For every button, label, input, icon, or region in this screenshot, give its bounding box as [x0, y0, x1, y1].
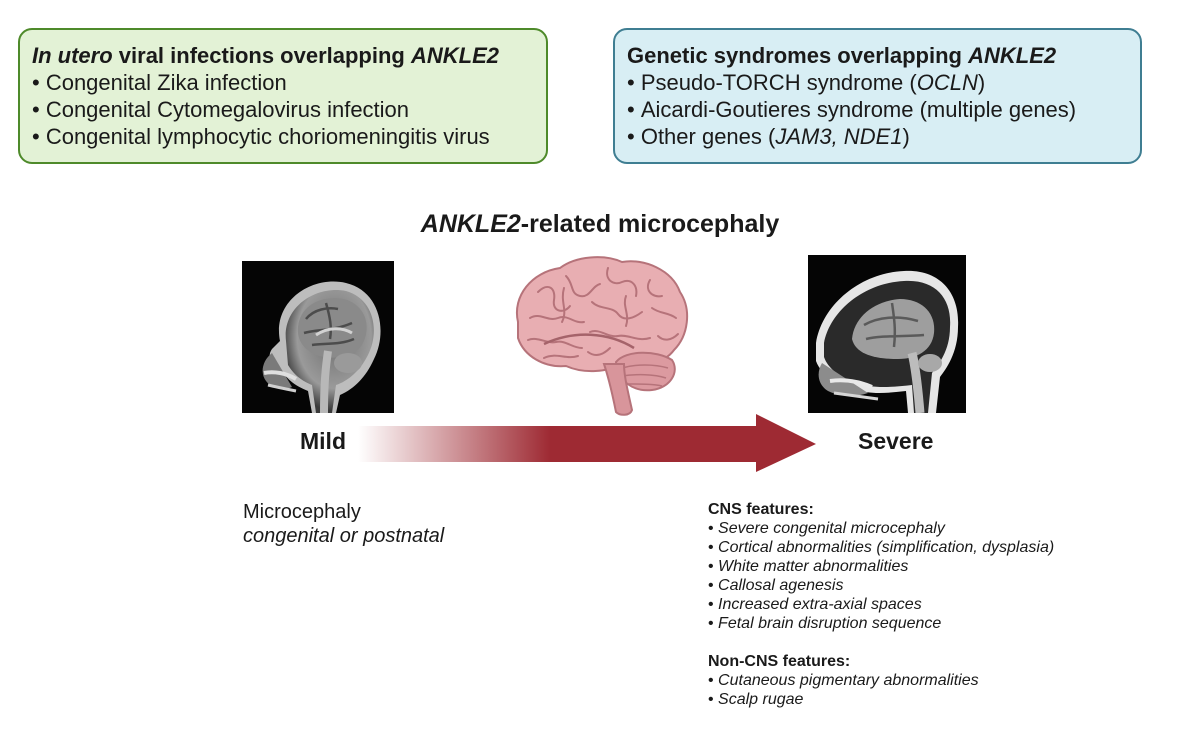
list-item: Pseudo-TORCH syndrome (OCLN)	[627, 69, 1126, 96]
mri-sagittal-mild	[242, 261, 394, 413]
spectrum-arrow	[358, 414, 818, 474]
mild-description-line: Microcephaly	[243, 501, 361, 523]
non-cns-features-title: Non-CNS features:	[708, 653, 851, 670]
list-item: Congenital lymphocytic choriomeningitis …	[32, 123, 532, 150]
brain-illustration	[504, 252, 696, 418]
spacer	[708, 633, 1054, 652]
list-item: Increased extra-axial spaces	[708, 595, 1054, 614]
list-item: Fetal brain disruption sequence	[708, 614, 1054, 633]
arrow-icon	[358, 414, 816, 472]
genetic-syndromes-title: Genetic syndromes overlapping ANKLE2	[627, 43, 1057, 68]
mri-sagittal-severe	[808, 255, 966, 413]
severe-features: CNS features: Severe congenital microcep…	[708, 500, 1054, 709]
list-item: Congenital Cytomegalovirus infection	[32, 96, 532, 123]
list-item: Aicardi-Goutieres syndrome (multiple gen…	[627, 96, 1126, 123]
genetic-syndromes-list: Pseudo-TORCH syndrome (OCLN) Aicardi-Gou…	[627, 69, 1126, 150]
viral-infections-title: In utero viral infections overlapping AN…	[32, 43, 499, 68]
list-item: Congenital Zika infection	[32, 69, 532, 96]
viral-infections-list: Congenital Zika infection Congenital Cyt…	[32, 69, 532, 150]
brain-icon	[515, 256, 689, 416]
non-cns-features-list: Cutaneous pigmentary abnormalities Scalp…	[708, 671, 1054, 709]
viral-infections-box: In utero viral infections overlapping AN…	[18, 28, 548, 164]
list-item: Scalp rugae	[708, 690, 1054, 709]
cns-features-title: CNS features:	[708, 501, 814, 518]
mri-severe-image	[808, 255, 966, 413]
severe-label: Severe	[858, 428, 934, 454]
cns-features-list: Severe congenital microcephaly Cortical …	[708, 519, 1054, 633]
list-item: Cutaneous pigmentary abnormalities	[708, 671, 1054, 690]
genetic-syndromes-box: Genetic syndromes overlapping ANKLE2 Pse…	[613, 28, 1142, 164]
mild-description: Microcephaly congenital or postnatal	[243, 500, 444, 548]
mri-mild-image	[242, 261, 394, 413]
mild-label: Mild	[300, 428, 346, 454]
list-item: Callosal agenesis	[708, 576, 1054, 595]
list-item: Other genes (JAM3, NDE1)	[627, 123, 1126, 150]
mild-description-subline: congenital or postnatal	[243, 525, 445, 547]
diagram-title: ANKLE2-related microcephaly	[420, 210, 780, 238]
list-item: Severe congenital microcephaly	[708, 519, 1054, 538]
list-item: White matter abnormalities	[708, 557, 1054, 576]
list-item: Cortical abnormalities (simplification, …	[708, 538, 1054, 557]
